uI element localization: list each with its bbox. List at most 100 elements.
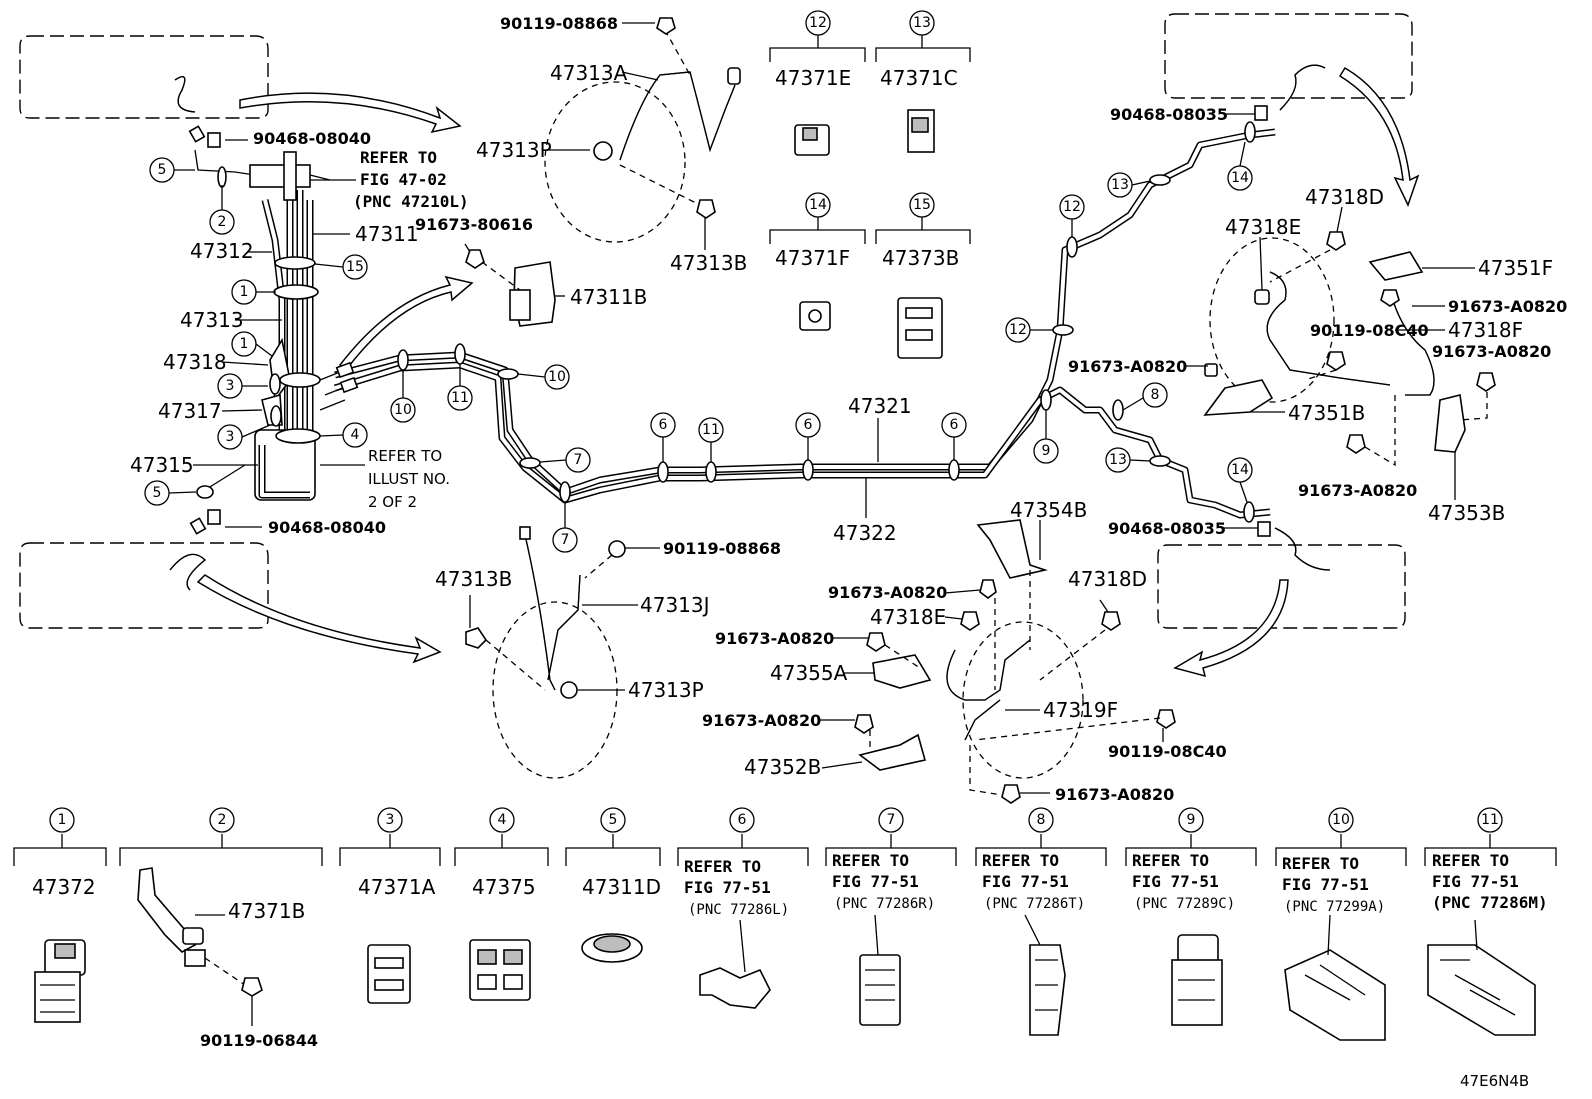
svg-text:10: 10 (1332, 812, 1350, 828)
legend-10-ref1: REFER TO (1282, 854, 1359, 873)
svg-text:1: 1 (240, 336, 249, 352)
svg-text:5: 5 (158, 162, 167, 178)
label-47315: 47315 (130, 453, 194, 477)
legend-callout-7: 7 (878, 807, 904, 833)
svg-text:11: 11 (702, 422, 720, 438)
label-47371C: 47371C (880, 66, 958, 90)
callout-10-b: 10 (517, 364, 570, 390)
label-91673-A0820-c3: 91673-A0820 (702, 711, 821, 730)
callout-9: 9 (1033, 410, 1059, 464)
leader-lines (193, 22, 1475, 794)
label-90119-08C40-right: 90119-08C40 (1310, 321, 1429, 340)
label-91673-A0820-c1: 91673-A0820 (828, 583, 947, 602)
legend-row: 1 2 3 4 5 6 7 8 9 10 11 47372 47371B 901… (13, 807, 1557, 1050)
callout-11-a: 11 (447, 364, 473, 411)
part-labels: 90119-08868 47313A 47313P 47313B 47371E … (130, 14, 1567, 804)
callout-4: 4 (319, 422, 368, 448)
label-47312: 47312 (190, 239, 254, 263)
legend-callout-9: 9 (1178, 807, 1204, 833)
label-90468-08040-bottom: 90468-08040 (268, 518, 386, 537)
svg-text:9: 9 (1042, 443, 1051, 459)
label-47313P-top: 47313P (476, 138, 552, 162)
svg-text:8: 8 (1151, 387, 1160, 403)
note-refer-fig47-l1: REFER TO (360, 148, 437, 167)
clip-90468-08040-top (207, 132, 221, 148)
legend-9-ref3: (PNC 77289C) (1134, 896, 1235, 912)
label-47373B: 47373B (882, 246, 959, 270)
callout-1-b: 1 (231, 331, 273, 357)
callout-8: 8 (1122, 382, 1168, 411)
clip-90468-08035-top (1254, 105, 1268, 121)
callout-13-b: 13 (1105, 447, 1151, 473)
flex-hose-47318F-group (1203, 231, 1496, 467)
label-47322: 47322 (833, 521, 897, 545)
arrow-rear-right (1173, 579, 1289, 678)
callout-14-a: 14 (1227, 141, 1253, 191)
svg-text:7: 7 (561, 532, 570, 548)
legend-11-ref2: FIG 77-51 (1432, 872, 1519, 891)
label-47313P-bottom: 47313P (628, 678, 704, 702)
bracket-47311B (465, 249, 556, 327)
callout-15-header: 15 (909, 192, 935, 218)
label-47352B: 47352B (744, 755, 821, 779)
callout-14-b: 14 (1227, 457, 1253, 503)
callout-7-a: 7 (539, 447, 591, 473)
svg-text:3: 3 (226, 429, 235, 445)
legend-10-ref2: FIG 77-51 (1282, 875, 1369, 894)
legend-callout-4: 4 (489, 807, 515, 833)
svg-text:12: 12 (809, 15, 827, 31)
note-refer-illust-l3: 2 OF 2 (368, 493, 417, 511)
note-refer-illust-l1: REFER TO (368, 447, 442, 465)
legend-8-ref3: (PNC 77286T) (984, 896, 1085, 912)
svg-text:9: 9 (1187, 812, 1196, 828)
label-47354B: 47354B (1010, 498, 1087, 522)
inset-box-rear-left (19, 542, 269, 629)
label-47318F: 47318F (1448, 318, 1523, 342)
label-90468-08040-top: 90468-08040 (253, 129, 371, 148)
legend-icon-47311D (581, 933, 643, 963)
legend-11-ref1: REFER TO (1432, 851, 1509, 870)
svg-text:2: 2 (218, 214, 227, 230)
callout-6-a: 6 (650, 412, 676, 462)
flex-hose-47313A-group (544, 17, 741, 243)
label-47311B: 47311B (570, 285, 647, 309)
label-47351B: 47351B (1288, 401, 1365, 425)
label-47313: 47313 (180, 308, 244, 332)
label-90468-08035-bottom: 90468-08035 (1108, 519, 1226, 538)
legend-icon-77286L (699, 919, 771, 1009)
svg-text:7: 7 (574, 452, 583, 468)
arrow-front-left (239, 92, 462, 134)
label-91673-A0820-c4: 91673-A0820 (1055, 785, 1174, 804)
legend-part-47371B: 47371B (228, 899, 305, 923)
legend-8-ref1: REFER TO (982, 851, 1059, 870)
label-47353B: 47353B (1428, 501, 1505, 525)
legend-icon-77299A (1284, 914, 1386, 1041)
legend-part-47375: 47375 (472, 875, 536, 899)
label-47318: 47318 (163, 350, 227, 374)
label-91673-A0820-r3: 91673-A0820 (1068, 357, 1187, 376)
pipe-clamps (217, 121, 1256, 523)
label-91673-A0820-r1: 91673-A0820 (1448, 297, 1567, 316)
legend-part-47372: 47372 (32, 875, 96, 899)
svg-text:5: 5 (609, 812, 618, 828)
clip-90468-08035-bottom (1257, 521, 1271, 537)
legend-icon-77286R (859, 914, 901, 1026)
label-90119-08C40-center: 90119-08C40 (1108, 742, 1227, 761)
flex-hose-47319F-group (854, 519, 1176, 804)
legend-callout-6: 6 (729, 807, 755, 833)
callout-5-lower: 5 (144, 480, 197, 506)
label-91673-A0820-r4: 91673-A0820 (1298, 481, 1417, 500)
legend-7-ref2: FIG 77-51 (832, 872, 919, 891)
svg-text:6: 6 (950, 417, 959, 433)
legend-callout-3: 3 (377, 807, 403, 833)
svg-text:1: 1 (58, 812, 67, 828)
svg-text:7: 7 (887, 812, 896, 828)
svg-text:2: 2 (218, 812, 227, 828)
label-91673-A0820-r2: 91673-A0820 (1432, 342, 1551, 361)
callout-12-header: 12 (805, 10, 831, 36)
legend-callout-8: 8 (1028, 807, 1054, 833)
legend-6-ref1: REFER TO (684, 857, 761, 876)
label-47318E-right: 47318E (1225, 215, 1301, 239)
callout-5-upper: 5 (149, 157, 195, 183)
label-47311: 47311 (355, 222, 419, 246)
